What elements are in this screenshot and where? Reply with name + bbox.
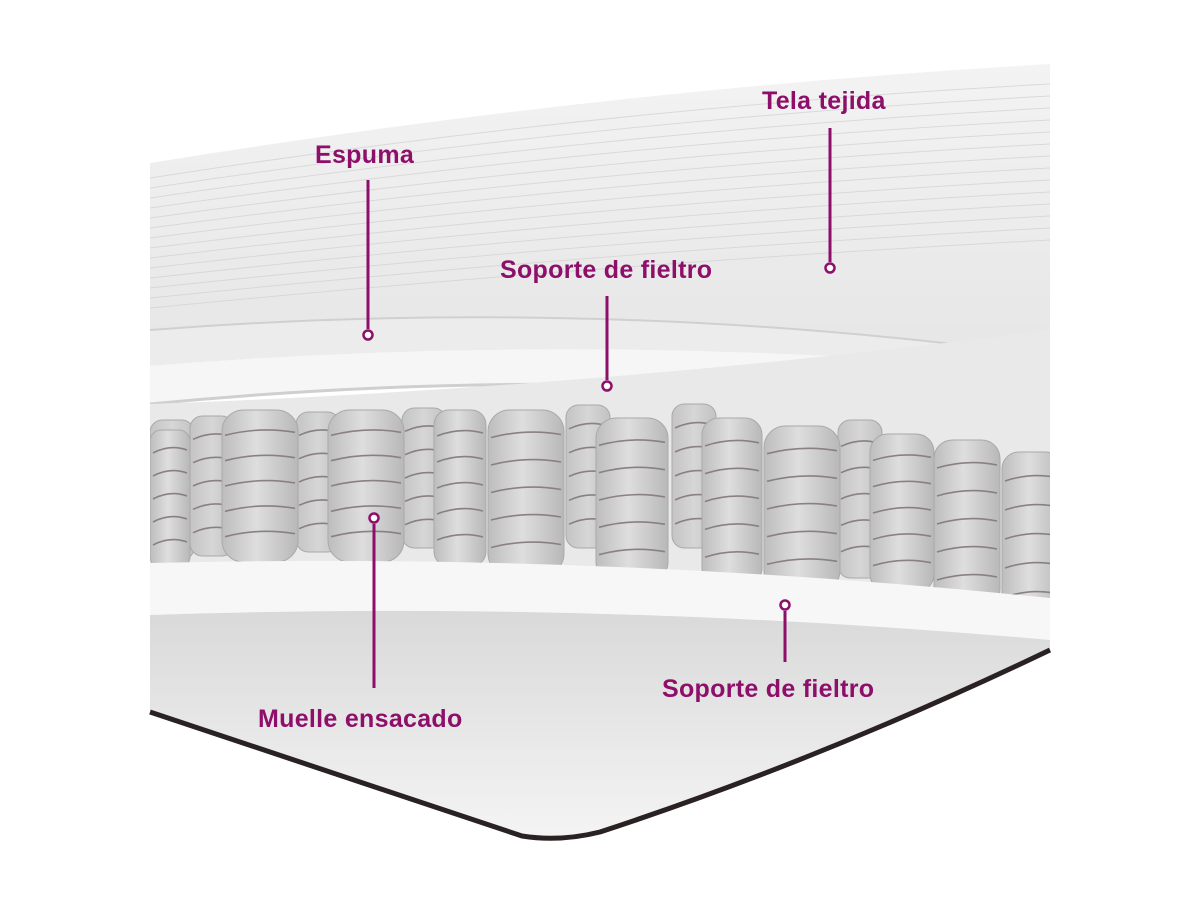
pocket-spring [487, 409, 565, 576]
quilt-lines [149, 83, 1051, 309]
quilt-line [149, 239, 1051, 309]
base-edge [149, 647, 1052, 841]
quilt-line [149, 95, 1051, 189]
quilt-line [149, 215, 1051, 289]
pocket-spring [150, 429, 191, 569]
quilt-line [149, 143, 1051, 229]
label-fabric: Tela tejida [762, 87, 886, 115]
foam-layer [150, 317, 1050, 372]
quilt-line [149, 167, 1051, 249]
pocket-spring [763, 425, 841, 593]
pocket-spring [701, 417, 763, 586]
quilt-line [149, 131, 1051, 219]
label-foam: Espuma [315, 141, 415, 169]
quilt-line [149, 155, 1051, 239]
pocket-spring [869, 433, 935, 593]
pocket-spring [595, 417, 669, 583]
quilt-line [149, 107, 1051, 199]
label-felt-top: Soporte de fieltro [500, 256, 713, 284]
quilt-line [149, 119, 1051, 209]
pocket-spring [1001, 451, 1050, 625]
label-pocket-springs: Muelle ensacado [258, 705, 463, 733]
pocket-spring [933, 439, 1001, 609]
quilt-line [149, 83, 1051, 179]
label-felt-bottom: Soporte de fieltro [662, 675, 875, 703]
pocket-spring [433, 409, 487, 567]
quilt-line [149, 179, 1051, 259]
fabric-top-surface [150, 64, 1050, 356]
pocket-spring [327, 409, 405, 563]
quilt-line [149, 203, 1051, 279]
quilt-line [149, 227, 1051, 299]
pocket-spring [221, 409, 299, 563]
quilt-line [149, 191, 1051, 269]
